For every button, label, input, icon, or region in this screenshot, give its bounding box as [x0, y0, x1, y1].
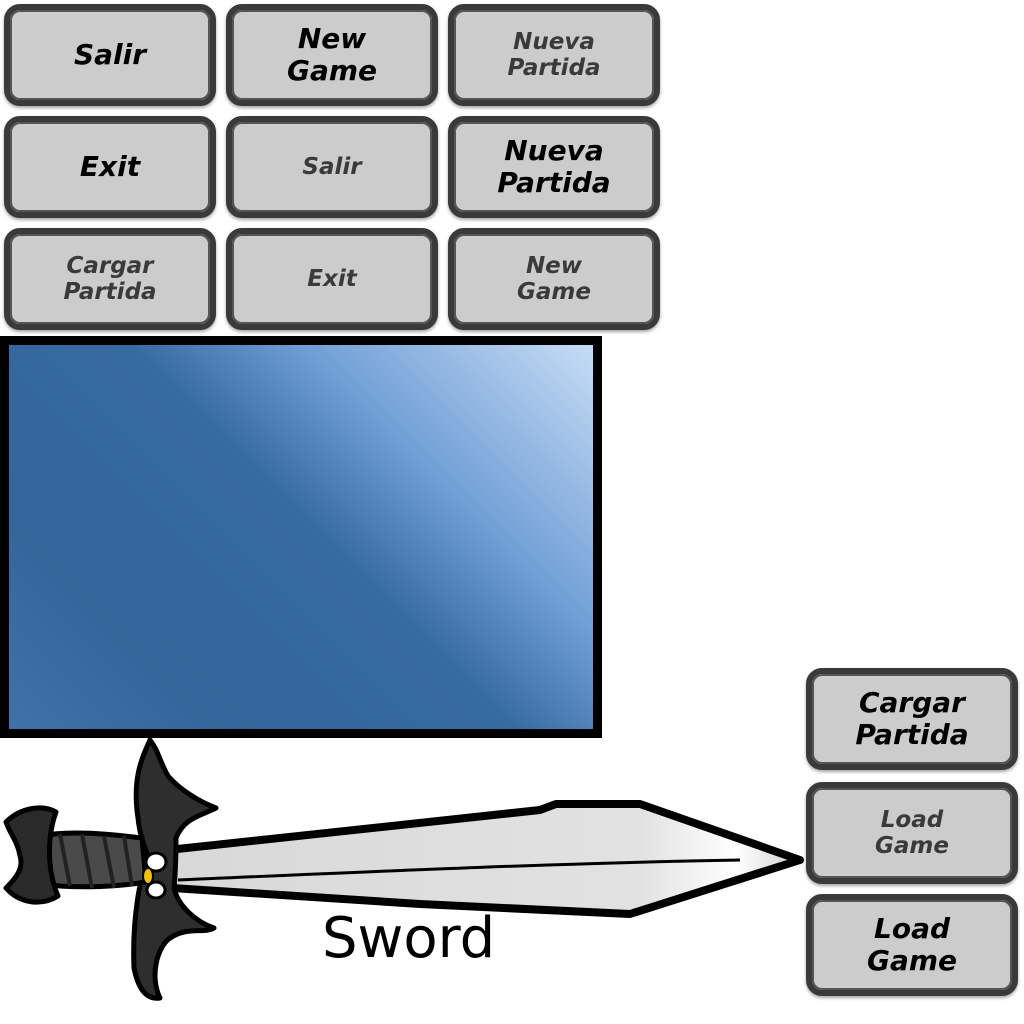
button-salir[interactable]: Salir [4, 4, 216, 106]
button-new-game[interactable]: New Game [226, 4, 438, 106]
button-load-game[interactable]: Load Game [806, 782, 1018, 884]
button-exit[interactable]: Exit [4, 116, 216, 218]
button-new-game[interactable]: New Game [448, 228, 660, 330]
button-cargar-partida[interactable]: Cargar Partida [4, 228, 216, 330]
preview-panel [0, 336, 602, 738]
button-exit[interactable]: Exit [226, 228, 438, 330]
button-nueva-partida[interactable]: Nueva Partida [448, 4, 660, 106]
button-cargar-partida[interactable]: Cargar Partida [806, 668, 1018, 770]
button-load-game[interactable]: Load Game [806, 894, 1018, 996]
sword-label: Sword [322, 906, 496, 971]
button-salir[interactable]: Salir [226, 116, 438, 218]
button-nueva-partida[interactable]: Nueva Partida [448, 116, 660, 218]
sword-icon [3, 738, 804, 1001]
